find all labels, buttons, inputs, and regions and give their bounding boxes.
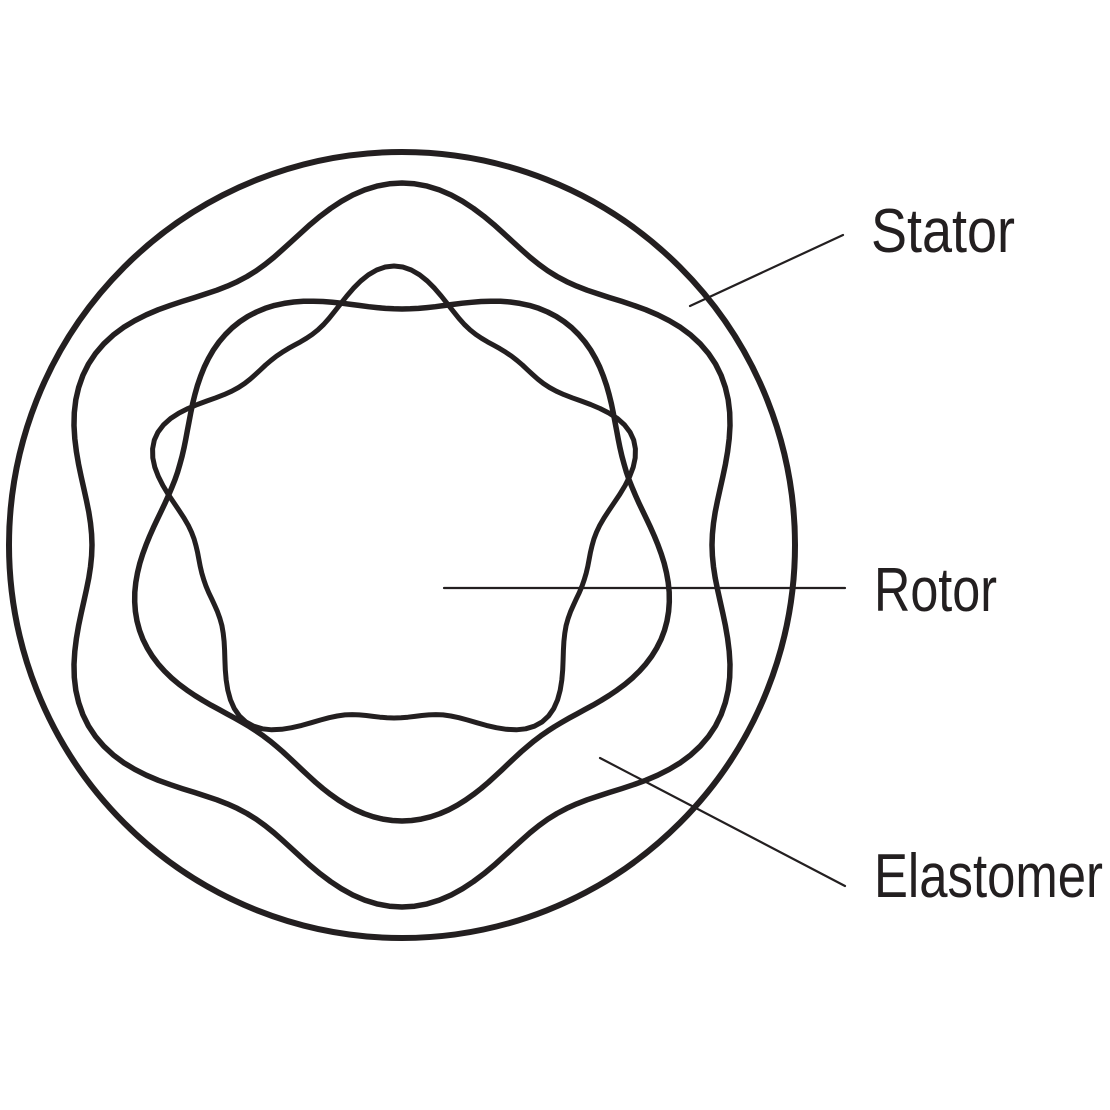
elastomer-leader-line [598,756,847,888]
stator-cavity-fill [134,301,670,821]
rotor-label: Rotor [874,556,997,625]
elastomer-band [71,180,733,910]
stator-leader-line [688,233,845,308]
elastomer-label: Elastomer [874,842,1103,911]
stator-label: Stator [871,197,1015,266]
stator-housing [6,149,798,941]
rotor [150,263,638,733]
